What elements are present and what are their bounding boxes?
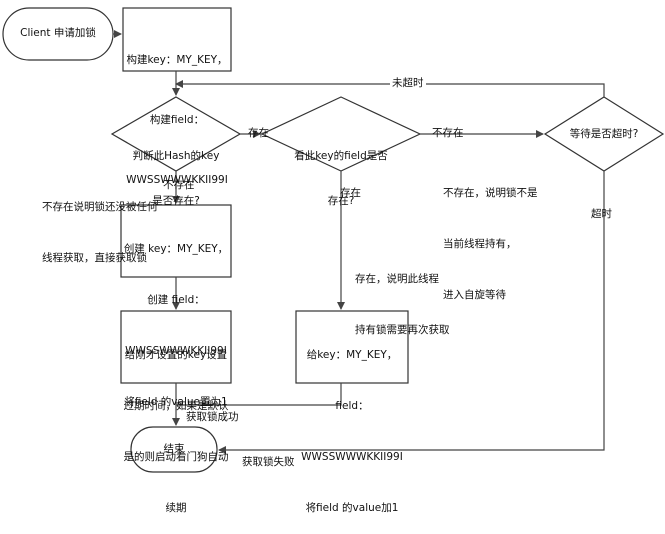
edge-label-timeout: 超时 (591, 208, 612, 220)
edge-label-not-timeout: 未超时 (390, 76, 426, 91)
set-expire-line-3: 是的则启动看门狗自动 (123, 451, 229, 463)
build-key-line-1: 构建key：MY_KEY， (126, 54, 228, 66)
incr-value-line-3: WWSSWWWKKII99I (301, 451, 403, 463)
client-label: Client 申请加锁 (20, 27, 96, 39)
end-terminal (130, 426, 218, 473)
note-held-by-self-line-2: 持有锁需要再次获取 (355, 324, 450, 336)
set-expire-box (120, 310, 232, 384)
note-held-by-self-line-1: 存在，说明此线程 (355, 273, 439, 285)
edge-label-acquire-success: 获取锁成功 (186, 411, 239, 423)
create-key-box (120, 204, 232, 278)
edge-incr-to-end (176, 383, 342, 406)
build-key-line-3: WWSSWWWKKII99I (126, 174, 228, 186)
set-expire-line-4: 续期 (165, 502, 187, 514)
build-key-box (122, 7, 232, 72)
edge-label-not-exists-1: 不存在 (163, 179, 195, 191)
edge-label-acquire-fail: 获取锁失败 (242, 456, 295, 468)
end-label: 结束 (163, 443, 185, 455)
note-no-lock-held-line-1: 不存在说明锁还没被任何 (42, 201, 158, 213)
edge-label-exists-1: 存在 (248, 127, 269, 139)
check-field-line-1: 看此key的field是否 (294, 150, 388, 162)
check-field-line-2: 存在? (327, 195, 355, 207)
set-expire-line-1: 给刚才设置的key设置 (124, 349, 228, 361)
incr-value-line-4: 将field 的value加1 (305, 502, 399, 514)
note-no-lock-held: 不存在说明锁还没被任何 线程获取，直接获取锁 (42, 165, 158, 284)
build-key-line-2: 构建field： (149, 114, 205, 126)
create-key-line-4: 将field 的value置为1 (124, 396, 228, 408)
note-held-by-other-line-3: 进入自旋等待 (443, 289, 506, 301)
note-held-by-self: 存在，说明此线程 持有锁需要再次获取 (355, 237, 450, 356)
edge-label-not-exists-2: 不存在 (432, 127, 464, 139)
build-key-label: 构建key：MY_KEY， 构建field： WWSSWWWKKII99I (123, 10, 231, 210)
check-field-label: 看此key的field是否 存在? (272, 119, 410, 224)
flowchart-canvas (2, 7, 665, 473)
edge-label-exists-2: 存在 (340, 187, 361, 199)
create-key-label: 创建 key：MY_KEY， 创建 field： WWSSWWWKKII99I … (121, 207, 231, 428)
set-expire-line-2: 过期时间，如果是默认 (123, 400, 229, 412)
incr-value-line-2: field： (335, 400, 369, 412)
note-held-by-other-line-2: 当前线程持有， (443, 238, 517, 250)
create-key-line-3: WWSSWWWKKII99I (125, 345, 227, 357)
note-held-by-other: 不存在，说明锁不是 当前线程持有， 进入自旋等待 (443, 151, 538, 321)
incr-value-box (295, 310, 409, 384)
edge-timeout-to-end (218, 171, 605, 454)
check-hash-label: 判断此Hash的key 是否存在? (118, 119, 234, 224)
note-held-by-other-line-1: 不存在，说明锁不是 (443, 187, 538, 199)
note-no-lock-held-line-2: 线程获取，直接获取锁 (42, 252, 147, 264)
create-key-line-1: 创建 key：MY_KEY， (123, 243, 229, 255)
check-hash-line-2: 是否存在? (152, 195, 200, 207)
wait-timeout-label: 等待是否超时? (569, 128, 639, 140)
create-key-line-2: 创建 field： (147, 294, 205, 306)
incr-value-line-1: 给key：MY_KEY， (306, 349, 398, 361)
check-hash-line-1: 判断此Hash的key (132, 150, 220, 162)
edge-timeout-loop-back (175, 80, 605, 97)
